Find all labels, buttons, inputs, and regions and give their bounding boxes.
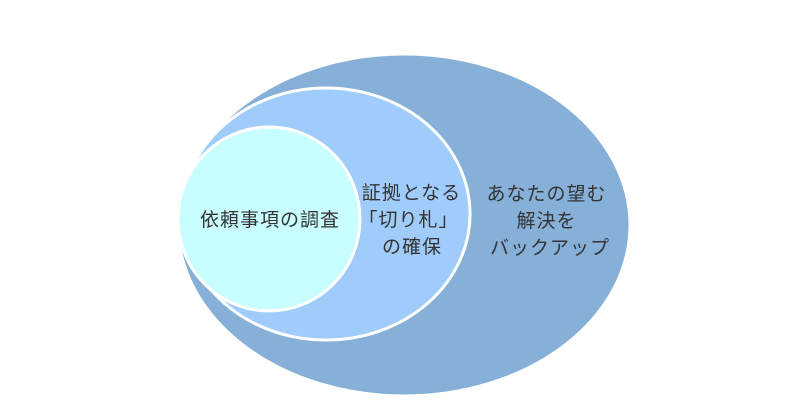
middle-label: 証拠となる 「切り札」 の確保 bbox=[358, 182, 468, 258]
inner-label-line: 依頼事項の調査 bbox=[200, 209, 340, 231]
middle-label-line: 証拠となる bbox=[362, 182, 461, 204]
outer-label-line: あなたの望む bbox=[486, 183, 606, 205]
inner-label: 依頼事項の調査 bbox=[200, 209, 340, 231]
inner-circle bbox=[176, 125, 362, 313]
outer-label-line: バックアップ bbox=[490, 237, 610, 259]
middle-label-line: の確保 bbox=[382, 236, 442, 258]
middle-label-line: 「切り札」 bbox=[358, 209, 458, 231]
outer-label-line: 解決を bbox=[516, 210, 576, 232]
outer-label: あなたの望む 解決を バックアップ bbox=[486, 183, 613, 259]
